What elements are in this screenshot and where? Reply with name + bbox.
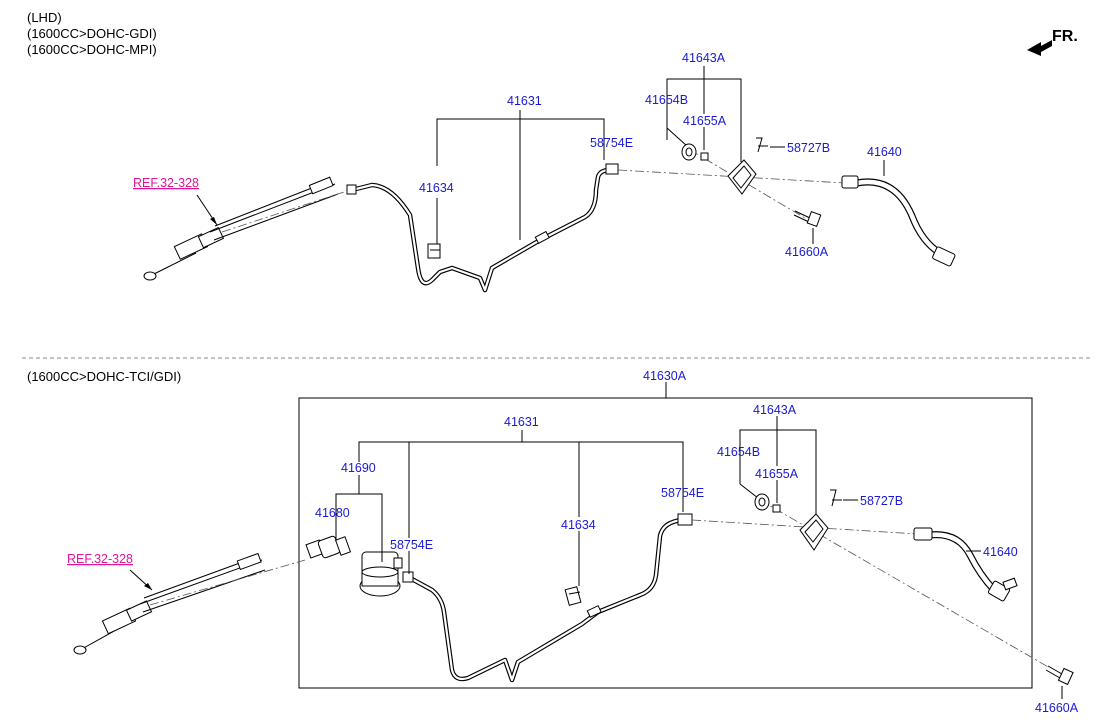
bottom-label-41630A[interactable]: 41630A bbox=[643, 369, 687, 383]
top-label-41640[interactable]: 41640 bbox=[867, 145, 902, 159]
top-section: REF.32-328 41631 41634 58754E bbox=[133, 51, 956, 293]
bottom-41643A-bracket bbox=[739, 429, 817, 516]
top-ref-label[interactable]: REF.32-328 bbox=[133, 176, 199, 190]
bottom-fitting-41680-icon bbox=[305, 535, 352, 559]
top-label-41643A[interactable]: 41643A bbox=[682, 51, 726, 65]
bottom-clip-58727B-icon bbox=[830, 489, 842, 507]
variant-gdi: (1600CC>DOHC-GDI) bbox=[27, 26, 157, 41]
variant-lhd: (LHD) bbox=[27, 10, 62, 25]
front-direction-label: FR. bbox=[1052, 28, 1078, 45]
bottom-label-41690[interactable]: 41690 bbox=[341, 461, 376, 475]
bottom-label-41643A[interactable]: 41643A bbox=[753, 403, 797, 417]
variant-tci-gdi: (1600CC>DOHC-TCI/GDI) bbox=[27, 369, 182, 384]
top-brake-pipe bbox=[346, 163, 619, 293]
bottom-reservoir-41690-icon bbox=[359, 551, 403, 597]
bottom-label-58754E-a[interactable]: 58754E bbox=[390, 538, 433, 552]
top-master-cylinder-icon bbox=[143, 176, 351, 281]
bottom-label-58754E-b[interactable]: 58754E bbox=[661, 486, 704, 500]
bottom-label-58727B[interactable]: 58727B bbox=[860, 494, 903, 508]
bottom-mounting-bracket-icon bbox=[799, 513, 829, 551]
top-mounting-bracket-icon bbox=[727, 159, 757, 195]
top-grommet-icon bbox=[681, 143, 697, 161]
bottom-ref-label[interactable]: REF.32-328 bbox=[67, 552, 133, 566]
bottom-grommet-icon bbox=[754, 493, 770, 511]
bottom-bolt-icon bbox=[1045, 665, 1074, 686]
bottom-flexible-hose bbox=[913, 527, 1018, 602]
bottom-section: 41630A REF.32-328 bbox=[67, 369, 1079, 715]
top-label-41660A[interactable]: 41660A bbox=[785, 245, 829, 259]
bottom-label-41631[interactable]: 41631 bbox=[504, 415, 539, 429]
top-flexible-hose bbox=[841, 175, 956, 267]
front-direction-arrow-icon: FR. bbox=[1027, 28, 1078, 56]
bottom-label-41660A[interactable]: 41660A bbox=[1035, 701, 1079, 715]
bottom-pipe-clip-icon bbox=[564, 586, 582, 606]
bottom-label-41655A[interactable]: 41655A bbox=[755, 467, 799, 481]
top-pipe-clip-icon bbox=[427, 243, 441, 259]
top-label-58727B[interactable]: 58727B bbox=[787, 141, 830, 155]
bottom-label-41634[interactable]: 41634 bbox=[561, 518, 596, 532]
top-label-58754E[interactable]: 58754E bbox=[590, 136, 633, 150]
variant-mpi: (1600CC>DOHC-MPI) bbox=[27, 42, 157, 57]
bottom-label-41680[interactable]: 41680 bbox=[315, 506, 350, 520]
bottom-label-41654B[interactable]: 41654B bbox=[717, 445, 760, 459]
top-clip-58727B-icon bbox=[756, 137, 768, 153]
bottom-label-41640[interactable]: 41640 bbox=[983, 545, 1018, 559]
bottom-bushing-icon bbox=[772, 504, 781, 513]
top-label-41631[interactable]: 41631 bbox=[507, 94, 542, 108]
top-label-41655A[interactable]: 41655A bbox=[683, 114, 727, 128]
top-bolt-icon bbox=[793, 210, 822, 227]
top-label-41634[interactable]: 41634 bbox=[419, 181, 454, 195]
bottom-brake-pipe bbox=[402, 513, 693, 683]
bottom-master-cylinder-icon bbox=[73, 552, 306, 655]
top-label-41654B[interactable]: 41654B bbox=[645, 93, 688, 107]
bottom-41631-bracket bbox=[358, 441, 684, 512]
top-bushing-icon bbox=[700, 152, 709, 161]
